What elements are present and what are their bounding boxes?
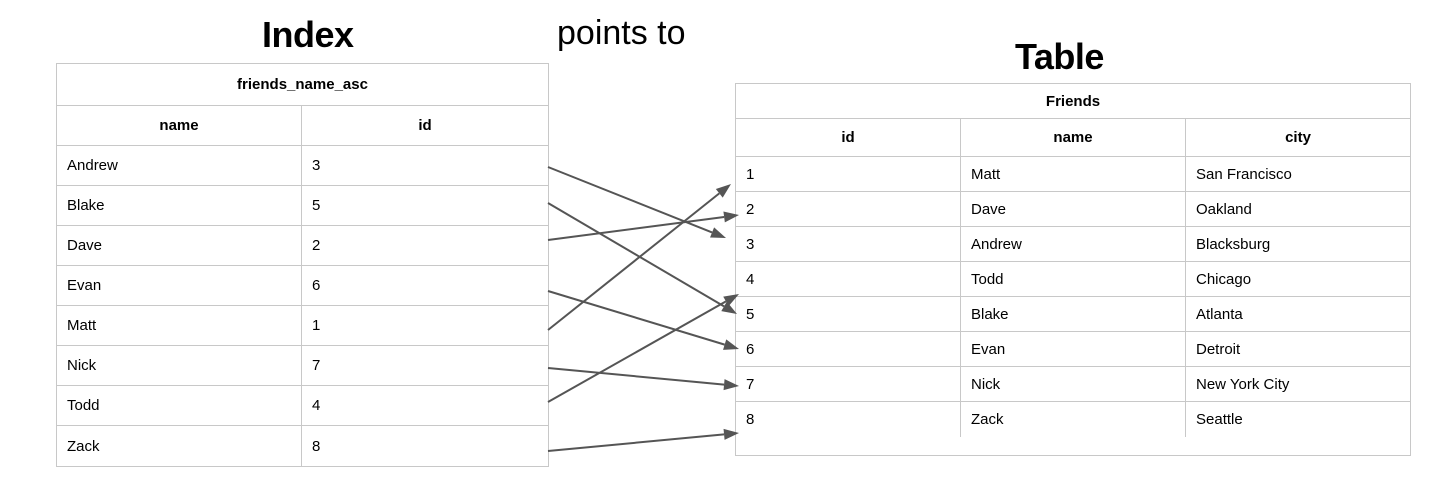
index-cell-id: 6 (312, 277, 321, 294)
index-column-header-id: id (418, 117, 432, 134)
friends-cell-id: 8 (736, 402, 961, 437)
pointer-arrow-head-icon (710, 227, 726, 238)
friends-cell-name: Blake (961, 297, 1186, 331)
index-row[interactable]: Blake 5 (57, 186, 548, 226)
friends-cell-id: 4 (736, 262, 961, 296)
friends-table: Friends id name city 1 Matt San Francisc… (735, 83, 1411, 456)
index-cell-name: Todd (57, 386, 302, 425)
friends-cell-id: 5 (736, 297, 961, 331)
friends-cell-id: 6 (736, 332, 961, 366)
pointer-arrow (547, 294, 739, 403)
pointer-arrow (547, 184, 731, 331)
friends-cell-name: Evan (961, 332, 1186, 366)
pointer-arrow-line (547, 166, 713, 234)
index-row[interactable]: Dave 2 (57, 226, 548, 266)
friends-cell-city: Atlanta (1196, 305, 1243, 323)
index-cell-id: 5 (312, 197, 321, 214)
index-table-header-row: name id (57, 106, 548, 146)
friends-cell-id: 2 (736, 192, 961, 226)
index-row[interactable]: Zack 8 (57, 426, 548, 466)
friends-cell-city: Detroit (1196, 340, 1241, 358)
friends-table-title: Friends (1045, 92, 1101, 110)
table-heading: Table (1015, 36, 1104, 77)
pointer-arrow-head-icon (715, 184, 731, 198)
friends-row[interactable]: 3 Andrew Blacksburg (736, 227, 1410, 262)
index-cell-id: 2 (312, 237, 321, 254)
friends-column-header-name: name (961, 119, 1186, 156)
index-row[interactable]: Evan 6 (57, 266, 548, 306)
index-cell-name: Zack (57, 426, 302, 466)
friends-cell-name: Dave (961, 192, 1186, 226)
pointer-arrow-line (547, 433, 725, 452)
index-heading: Index (262, 14, 354, 55)
friends-cell-id: 1 (736, 157, 961, 191)
index-cell-name: Dave (57, 226, 302, 265)
pointer-arrow-line (547, 290, 725, 346)
index-row[interactable]: Matt 1 (57, 306, 548, 346)
friends-cell-city: Seattle (1196, 411, 1243, 428)
index-cell-id: 8 (312, 437, 321, 455)
friends-row[interactable]: 2 Dave Oakland (736, 192, 1410, 227)
points-to-label: points to (557, 14, 686, 52)
pointer-arrow (547, 290, 739, 350)
pointer-arrow-line (547, 367, 725, 386)
index-table-title-row: friends_name_asc (57, 64, 548, 106)
index-row[interactable]: Nick 7 (57, 346, 548, 386)
friends-cell-city: San Francisco (1196, 165, 1292, 183)
friends-cell-id: 7 (736, 367, 961, 401)
friends-cell-city: New York City (1196, 375, 1290, 393)
index-row[interactable]: Todd 4 (57, 386, 548, 426)
pointer-arrow-line (547, 300, 727, 403)
index-cell-name: Blake (57, 186, 302, 225)
friends-cell-city: Oakland (1196, 200, 1252, 218)
friends-cell-id: 3 (736, 227, 961, 261)
friends-cell-city: Chicago (1196, 270, 1252, 288)
friends-cell-name: Todd (961, 262, 1186, 296)
friends-row[interactable]: 8 Zack Seattle (736, 402, 1410, 437)
index-cell-id: 3 (312, 157, 321, 174)
friends-table-header-row: id name city (736, 119, 1410, 157)
index-cell-id: 4 (312, 397, 321, 414)
index-column-header-name: name (57, 106, 302, 145)
pointer-arrow-line (547, 215, 725, 241)
index-cell-name: Andrew (57, 146, 302, 185)
pointer-arrow (547, 367, 739, 391)
pointer-arrow (547, 211, 739, 241)
pointer-arrow-line (547, 202, 725, 308)
index-cell-name: Nick (57, 346, 302, 385)
friends-cell-city: Blacksburg (1196, 235, 1271, 253)
friends-row[interactable]: 7 Nick New York City (736, 367, 1410, 402)
pointer-arrow (547, 428, 739, 452)
index-cell-name: Matt (57, 306, 302, 345)
pointer-arrow (547, 166, 726, 238)
pointer-arrow-line (547, 192, 720, 331)
index-cell-name: Evan (57, 266, 302, 305)
index-table-title: friends_name_asc (237, 76, 368, 93)
friends-table-title-row: Friends (736, 84, 1410, 119)
friends-cell-name: Andrew (961, 227, 1186, 261)
friends-row[interactable]: 4 Todd Chicago (736, 262, 1410, 297)
index-table: friends_name_asc name id Andrew 3 Blake … (56, 63, 549, 467)
friends-column-header-city: city (1285, 129, 1311, 146)
friends-column-header-id: id (736, 119, 961, 156)
index-cell-id: 1 (312, 317, 321, 334)
friends-cell-name: Nick (961, 367, 1186, 401)
pointer-arrow (547, 202, 737, 314)
friends-cell-name: Zack (961, 402, 1186, 437)
friends-row[interactable]: 1 Matt San Francisco (736, 157, 1410, 192)
index-cell-id: 7 (312, 357, 321, 374)
friends-row[interactable]: 6 Evan Detroit (736, 332, 1410, 367)
index-row[interactable]: Andrew 3 (57, 146, 548, 186)
friends-row[interactable]: 5 Blake Atlanta (736, 297, 1410, 332)
friends-cell-name: Matt (961, 157, 1186, 191)
